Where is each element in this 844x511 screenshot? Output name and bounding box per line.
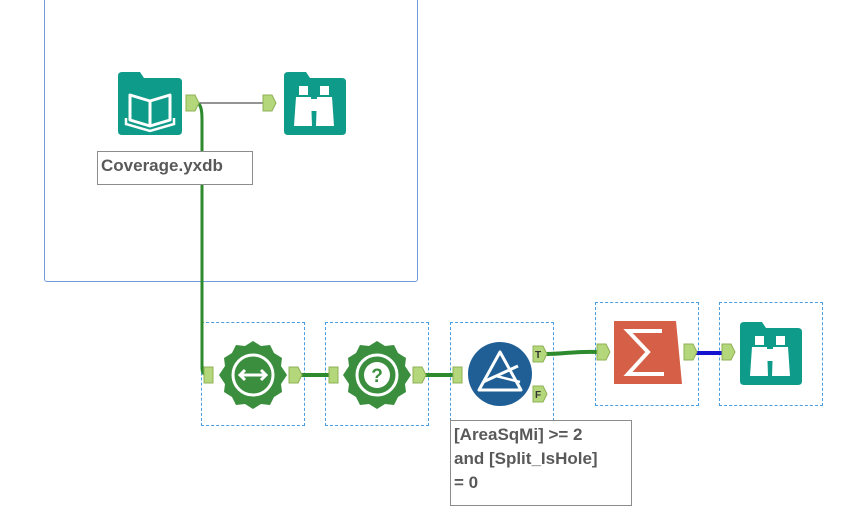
output-anchor[interactable]: [288, 366, 303, 384]
filter-annotation-line-1: [AreaSqMi] >= 2: [454, 425, 583, 444]
true-anchor[interactable]: [532, 345, 548, 363]
poly-split-tool[interactable]: [203, 341, 303, 409]
input-annotation: Coverage.yxdb: [97, 151, 253, 185]
true-anchor-label: T: [535, 350, 541, 361]
output-anchor[interactable]: [683, 343, 698, 361]
output-anchor[interactable]: [185, 94, 200, 112]
input-anchor[interactable]: [596, 343, 611, 361]
filter-annotation-line-2: and [Split_IsHole]: [454, 449, 598, 468]
input-anchor[interactable]: [721, 343, 736, 361]
browse-tool-1[interactable]: [262, 72, 346, 135]
false-anchor[interactable]: [532, 385, 548, 403]
spatial-info-tool[interactable]: ?: [328, 341, 427, 409]
connection-filter-to-summarize[interactable]: [545, 349, 599, 356]
filter-annotation-line-3: = 0: [454, 473, 479, 492]
tool-container[interactable]: [44, 0, 418, 282]
input-anchor[interactable]: [328, 366, 339, 384]
input-anchor[interactable]: [203, 366, 214, 384]
connection-input-to-poly-split[interactable]: [196, 101, 209, 377]
input-anchor[interactable]: [452, 366, 463, 384]
question-mark-glyph: ?: [371, 366, 383, 387]
output-anchor[interactable]: [412, 366, 427, 384]
false-anchor-label: F: [535, 390, 541, 401]
input-annotation-text: Coverage.yxdb: [101, 156, 223, 175]
filter-tool[interactable]: T F: [452, 342, 548, 406]
browse-tool-2[interactable]: [721, 322, 802, 385]
input-data-tool[interactable]: [118, 72, 200, 135]
filter-annotation: [AreaSqMi] >= 2 and [Split_IsHole] = 0: [450, 420, 632, 506]
input-anchor[interactable]: [262, 94, 277, 112]
summarize-tool[interactable]: [596, 321, 698, 384]
